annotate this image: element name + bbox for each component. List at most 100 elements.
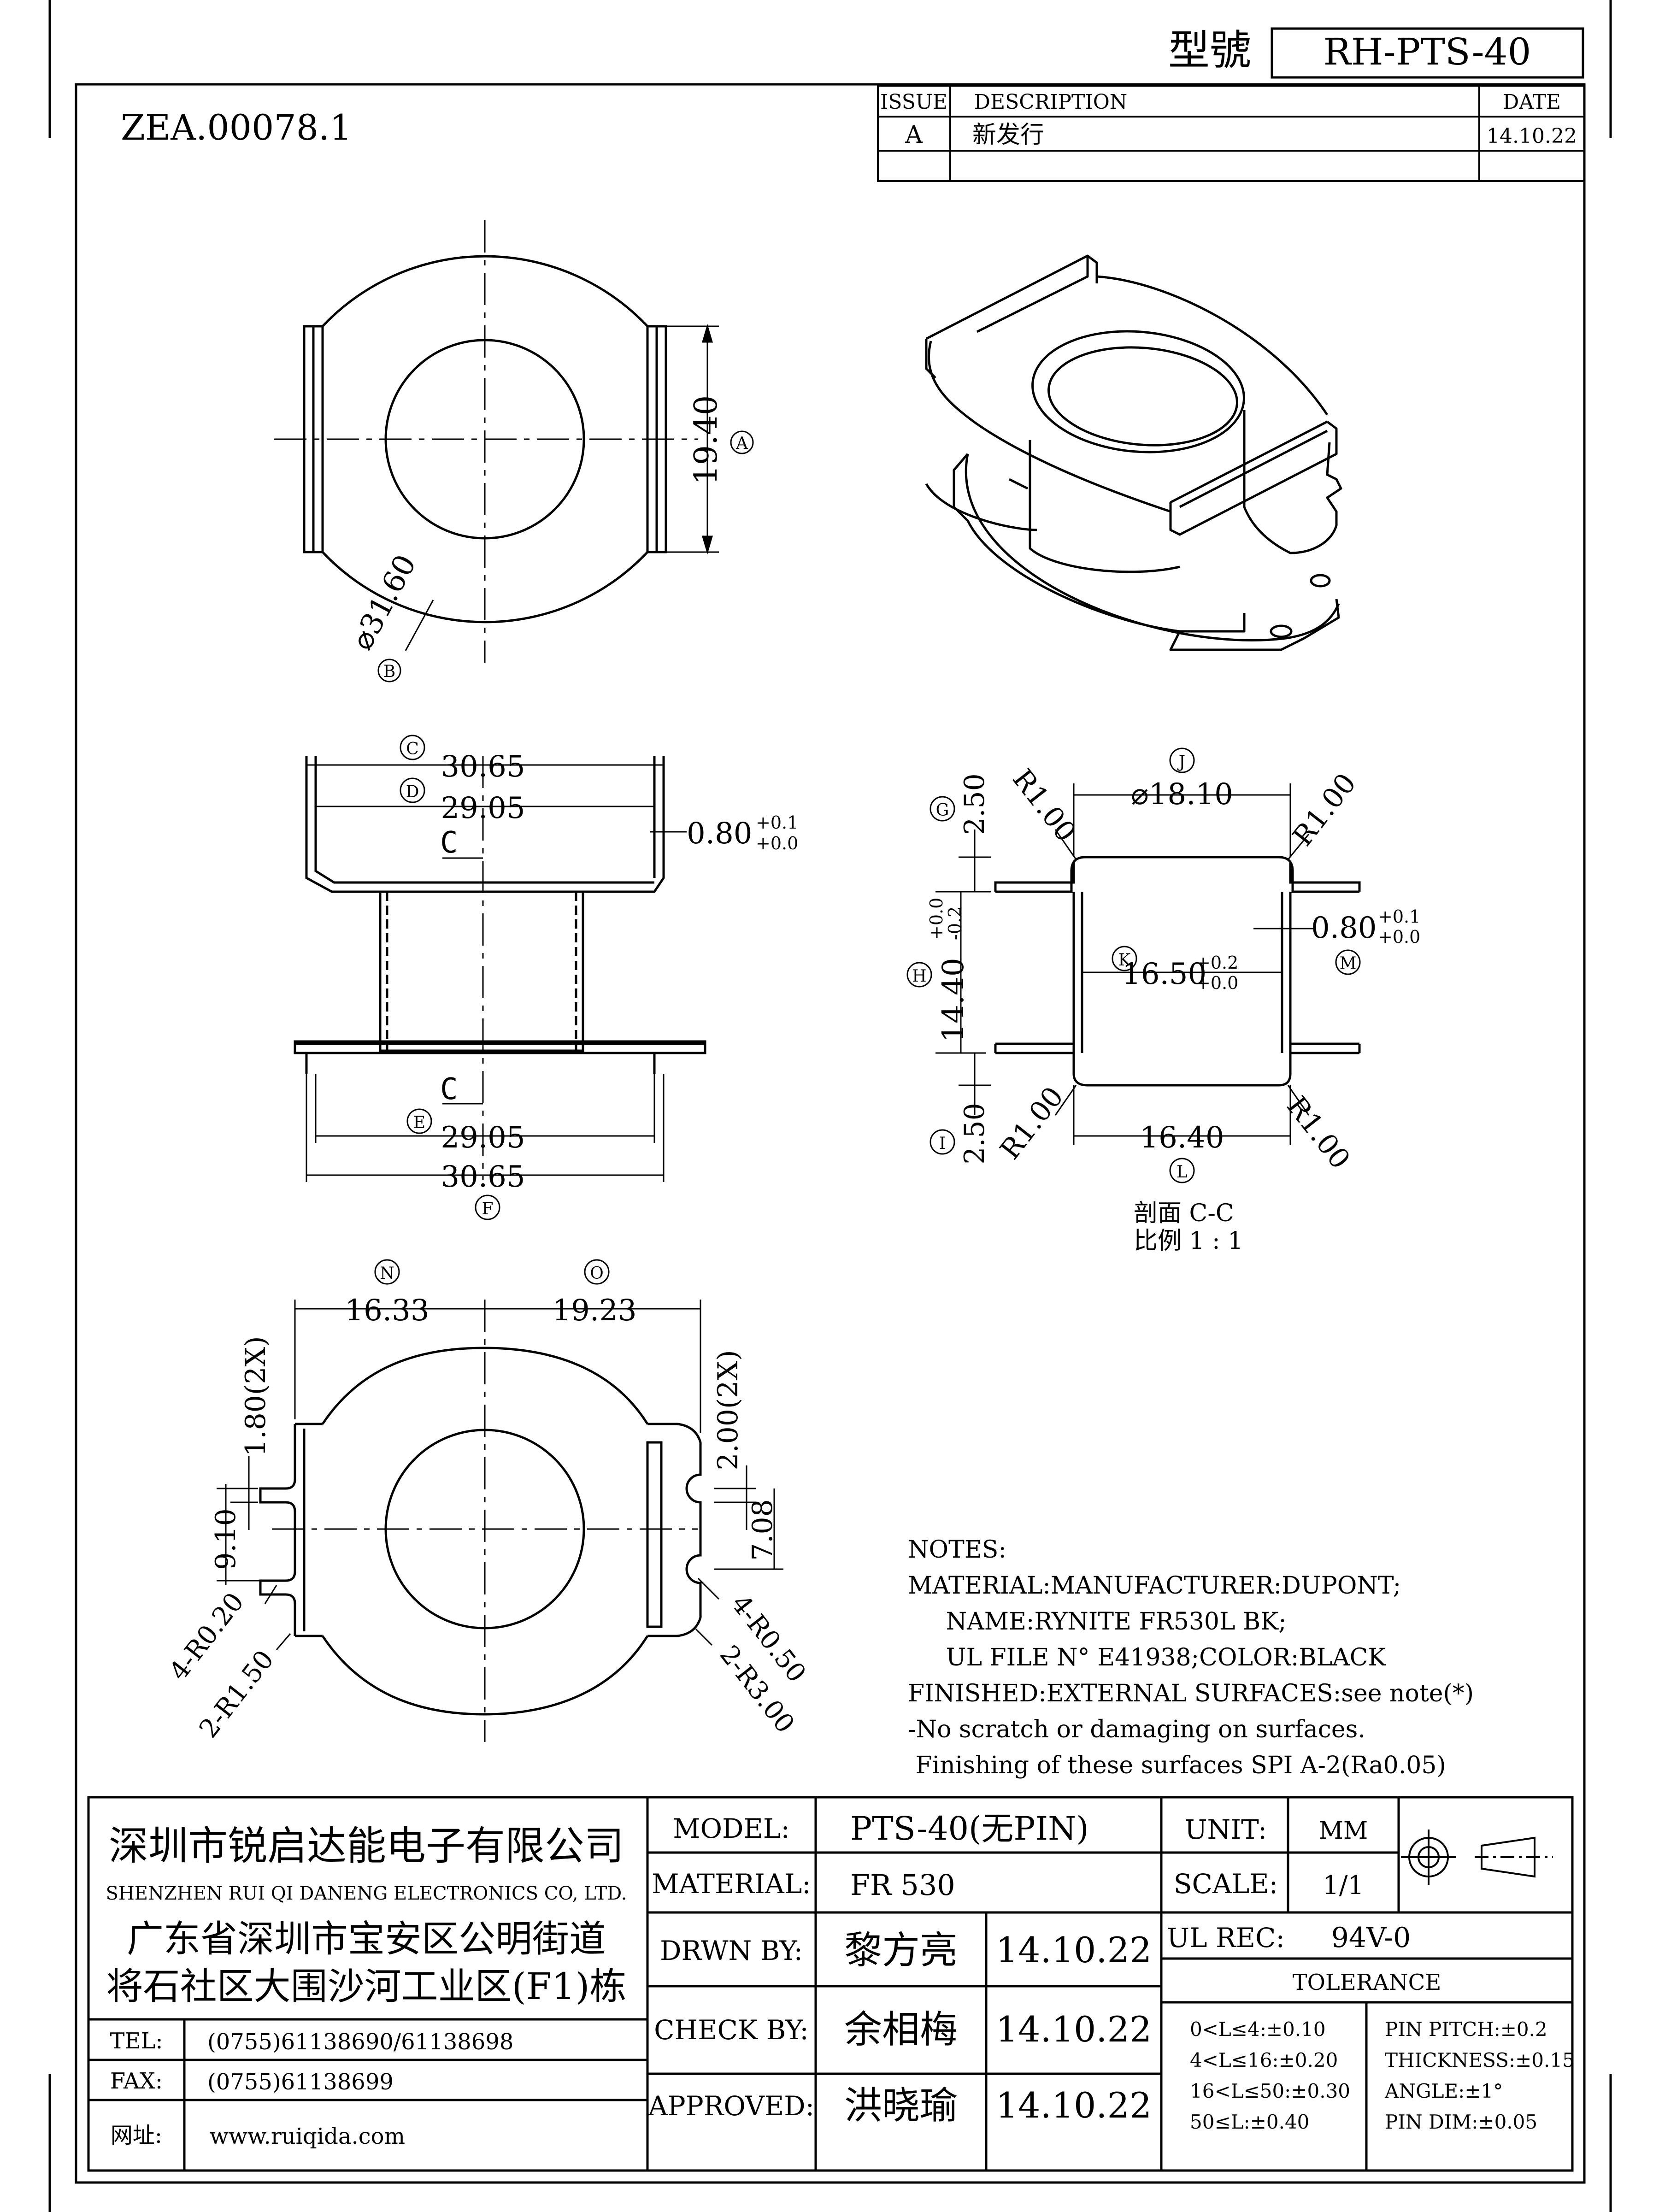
section-top-diameter-dim: ⌀18.10 xyxy=(1131,777,1233,812)
company-name-cn: 深圳市锐启达能电子有限公司 xyxy=(109,1823,624,1869)
top-view-dimensions xyxy=(405,324,719,651)
material-value: FR 530 xyxy=(850,1868,955,1902)
notes-line-6: -No scratch or damaging on surfaces. xyxy=(908,1716,1365,1743)
section-tag-h: H xyxy=(912,967,926,986)
section-wall-tol-plus: +0.1 xyxy=(1378,906,1420,927)
section-wall-tol-minus: +0.0 xyxy=(1378,927,1420,947)
check-by-date: 14.10.22 xyxy=(996,2009,1152,2050)
notes-line-1: NOTES: xyxy=(908,1536,1006,1564)
top-height-tag: A xyxy=(735,434,748,453)
document-number: ZEA.00078.1 xyxy=(121,107,352,148)
drawn-by-name: 黎方亮 xyxy=(844,1929,958,1972)
model-value: PTS-40(无PIN) xyxy=(850,1810,1089,1847)
front-inner-top-dim: 29.05 xyxy=(441,791,525,825)
website-label: 网址: xyxy=(111,2123,162,2148)
fax-value: (0755)61138699 xyxy=(207,2069,394,2095)
section-view: J ⌀18.10 R1.00 R1.00 G 2.50 0.80 +0.1 +0… xyxy=(906,747,1420,1255)
tolerance-left-4: 50≤L:±0.40 xyxy=(1190,2111,1309,2133)
ul-rec-label: UL REC: xyxy=(1167,1922,1285,1953)
front-flange-tol-plus: +0.1 xyxy=(756,812,798,833)
front-tag-f: F xyxy=(482,1200,494,1218)
section-core-height-dim: 14.40 xyxy=(936,958,971,1042)
section-tag-l: L xyxy=(1177,1163,1188,1182)
bottom-view: N 16.33 O 19.23 1.80(2X) 2.00(2X) 9.10 7… xyxy=(164,1259,812,1744)
revision-col-issue: ISSUE xyxy=(880,90,947,114)
bottom-right-span-dim: 7.08 xyxy=(747,1499,779,1561)
revision-date-a: 14.10.22 xyxy=(1487,124,1577,148)
tolerance-title: TOLERANCE xyxy=(1293,1970,1441,1995)
bottom-tag-o: O xyxy=(590,1264,604,1283)
section-bottom-diameter-dim: 16.40 xyxy=(1140,1121,1224,1155)
tolerance-left-1: 0<L≤4:±0.10 xyxy=(1190,2018,1326,2041)
section-caption-line2: 比例 1 : 1 xyxy=(1134,1227,1243,1255)
scale-value: 1/1 xyxy=(1323,1871,1364,1900)
top-height-dim: 19.40 xyxy=(688,395,724,485)
front-tag-e: E xyxy=(413,1113,425,1132)
bottom-view-dimensions xyxy=(217,1300,783,1650)
tolerance-left-3: 16<L≤50:±0.30 xyxy=(1190,2080,1350,2102)
bottom-left-width-dim: 16.33 xyxy=(345,1294,429,1328)
projection-symbol-icon xyxy=(1401,1830,1553,1885)
section-core-height-tol-minus: -0.2 xyxy=(945,906,965,940)
bottom-right-width-dim: 19.23 xyxy=(552,1294,636,1328)
top-view-centerlines xyxy=(274,220,698,663)
section-inner-diameter-tol-minus: +0.0 xyxy=(1196,973,1238,993)
revision-description-a: 新发行 xyxy=(972,121,1044,149)
tolerance-right-1: PIN PITCH:±0.2 xyxy=(1385,2018,1547,2041)
section-inner-diameter-dim: 16.50 xyxy=(1122,957,1206,991)
notes-line-7: Finishing of these surfaces SPI A-2(Ra0.… xyxy=(908,1752,1446,1779)
unit-value: MM xyxy=(1319,1817,1368,1845)
tolerance-right-2: THICKNESS:±0.15 xyxy=(1385,2049,1575,2071)
bottom-left-span-dim: 9.10 xyxy=(210,1508,242,1570)
drawn-by-date: 14.10.22 xyxy=(996,1930,1152,1971)
sheet-frame xyxy=(48,0,1612,2212)
notes: NOTES: MATERIAL:MANUFACTURER:DUPONT; NAM… xyxy=(908,1536,1474,1779)
section-r-bottom-left: R1.00 xyxy=(994,1081,1070,1165)
notes-line-3: NAME:RYNITE FR530L BK; xyxy=(908,1608,1287,1635)
front-flange-tol-minus: +0.0 xyxy=(756,833,798,853)
title-block: 深圳市锐启达能电子有限公司 SHENZHEN RUI QI DANENG ELE… xyxy=(87,1796,1575,2172)
notes-line-5: FINISHED:EXTERNAL SURFACES:see note(*) xyxy=(908,1680,1474,1707)
front-view-dimensions xyxy=(306,764,687,1182)
header: 型號 RH-PTS-40 ZEA.00078.1 xyxy=(121,26,1584,148)
front-view: C 30.65 D 29.05 0.80 +0.1 +0.0 C C E 29.… xyxy=(294,735,798,1220)
revision-col-description: DESCRIPTION xyxy=(974,90,1128,114)
section-mark-top: C xyxy=(440,826,458,860)
section-caption-line1: 剖面 C-C xyxy=(1134,1200,1234,1227)
section-view-outline xyxy=(994,856,1361,1087)
bottom-view-centerlines xyxy=(272,1300,698,1742)
tolerance-left-2: 4<L≤16:±0.20 xyxy=(1190,2049,1338,2071)
section-r-top-left: R1.00 xyxy=(1006,763,1082,848)
approved-label: APPROVED: xyxy=(648,2090,814,2122)
fax-label: FAX: xyxy=(110,2068,163,2094)
section-tag-k: K xyxy=(1118,951,1131,970)
ul-rec-value: 94V-0 xyxy=(1331,1922,1411,1954)
website-value: www.ruiqida.com xyxy=(210,2124,405,2149)
top-diameter-tag: B xyxy=(383,662,395,681)
approved-name: 洪晓瑜 xyxy=(844,2084,958,2128)
section-tag-i: I xyxy=(939,1134,946,1153)
front-outer-top-dim: 30.65 xyxy=(441,750,525,784)
model-code-label: 型號 xyxy=(1168,26,1251,75)
top-view: 19.40 A ⌀31.60 B xyxy=(274,220,754,682)
section-tag-m: M xyxy=(1340,954,1357,973)
unit-label: UNIT: xyxy=(1185,1814,1267,1845)
company-address-1: 广东省深圳市宝安区公明街道 xyxy=(127,1918,606,1960)
model-code-value: RH-PTS-40 xyxy=(1324,30,1531,73)
bottom-left-slot-dim: 1.80(2X) xyxy=(240,1336,272,1456)
section-top-height-dim: 2.50 xyxy=(959,773,991,835)
front-view-outline xyxy=(294,756,706,1074)
notes-line-2: MATERIAL:MANUFACTURER:DUPONT; xyxy=(908,1572,1401,1600)
section-wall-dim: 0.80 xyxy=(1311,911,1377,945)
tolerance-right-3: ANGLE:±1° xyxy=(1384,2080,1503,2102)
bottom-right-slot-dim: 2.00(2X) xyxy=(712,1350,744,1470)
approved-date: 14.10.22 xyxy=(996,2085,1152,2126)
model-label: MODEL: xyxy=(673,1813,790,1844)
front-tag-d: D xyxy=(406,782,419,801)
bottom-tag-n: N xyxy=(380,1264,394,1283)
front-outer-bottom-dim: 30.65 xyxy=(441,1160,525,1194)
revision-col-date: DATE xyxy=(1503,90,1561,114)
section-r-bottom-right: R1.00 xyxy=(1280,1090,1356,1175)
material-label: MATERIAL: xyxy=(652,1868,811,1900)
